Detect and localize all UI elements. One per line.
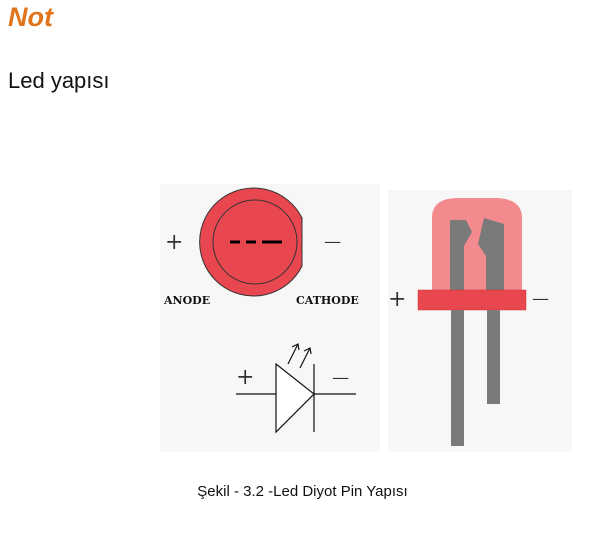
led-pin-structure-figure: + — ANODE CATHODE + — + — bbox=[160, 184, 572, 452]
figure-caption: Şekil - 3.2 -Led Diyot Pin Yapısı bbox=[197, 483, 408, 500]
note-heading: Not bbox=[8, 2, 53, 32]
led-side-view bbox=[417, 198, 527, 446]
minus-sign: — bbox=[332, 368, 349, 388]
plus-sign: + bbox=[165, 230, 183, 255]
anode-lead bbox=[451, 310, 464, 446]
cathode-label: CATHODE bbox=[296, 294, 359, 307]
led-top-view bbox=[199, 187, 303, 297]
minus-sign: — bbox=[532, 289, 549, 309]
led-flange bbox=[417, 289, 527, 311]
anode-post bbox=[450, 220, 472, 294]
section-title: Led yapısı bbox=[8, 68, 110, 93]
plus-sign: + bbox=[388, 287, 406, 312]
cathode-anvil bbox=[478, 218, 504, 294]
plus-sign: + bbox=[236, 365, 254, 390]
cathode-lead bbox=[487, 310, 500, 404]
minus-sign: — bbox=[324, 232, 341, 252]
anode-label: ANODE bbox=[163, 294, 210, 307]
led-schematic-symbol bbox=[236, 343, 356, 434]
led-dome bbox=[432, 198, 522, 290]
